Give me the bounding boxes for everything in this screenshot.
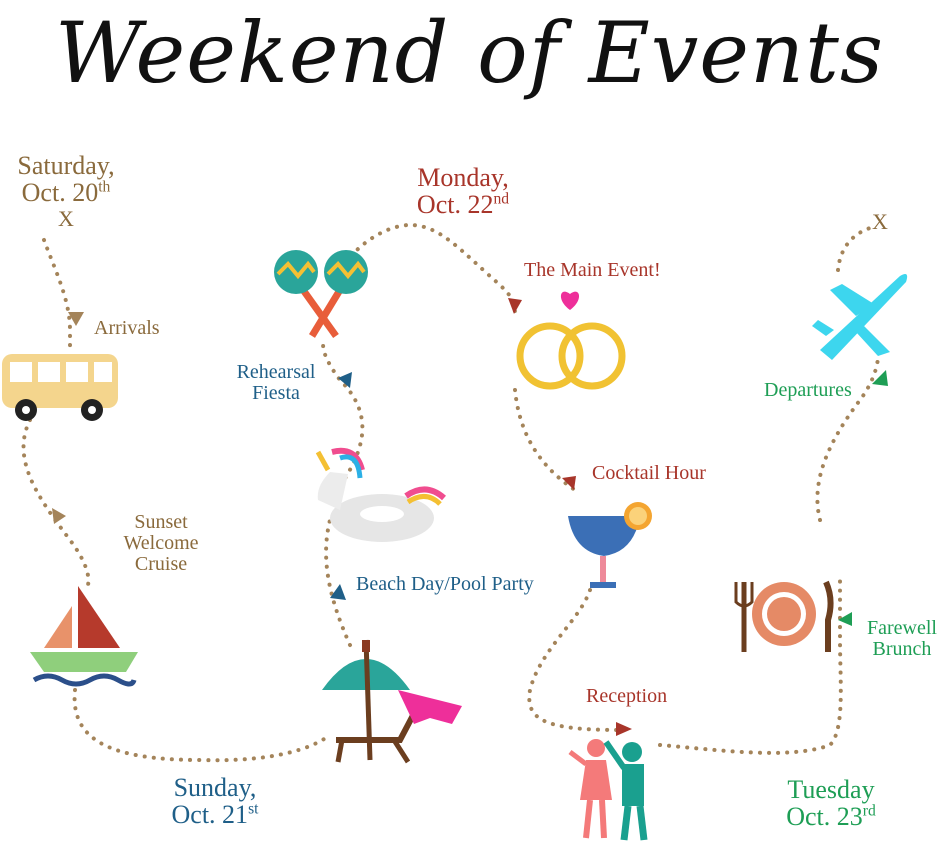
farewell-line2: Brunch <box>872 638 932 660</box>
bus-icon <box>2 354 118 421</box>
saturday-date: Oct. 20 <box>21 178 99 208</box>
route-path <box>21 222 881 763</box>
start-mark: X <box>58 205 74 231</box>
sunday-date: Oct. 21 <box>171 800 249 830</box>
sunday-suffix: st <box>248 800 259 818</box>
event-main-event: The Main Event! <box>524 259 661 281</box>
beach-chair-icon <box>322 639 462 764</box>
event-sunset-cruise: Sunset Welcome Cruise <box>96 512 226 575</box>
event-reception: Reception <box>586 685 668 707</box>
day-label-monday: Monday, Oct. 22nd <box>410 164 516 219</box>
rehearsal-line1: Rehearsal <box>236 361 316 383</box>
event-beach-day: Beach Day/Pool Party <box>356 573 534 595</box>
sailboat-icon <box>30 586 138 687</box>
event-arrivals: Arrivals <box>94 317 160 339</box>
day-label-sunday: Sunday, Oct. 21st <box>160 774 270 829</box>
arrow-farewell <box>838 612 852 626</box>
day-label-tuesday: Tuesday Oct. 23rd <box>776 776 886 831</box>
airplane-icon <box>812 274 908 360</box>
day-label-saturday: Saturday, Oct. 20th X <box>16 152 116 230</box>
sunday-line1: Sunday, <box>173 773 257 802</box>
maracas-icon <box>274 250 368 339</box>
monday-suffix: nd <box>493 190 510 208</box>
saturday-suffix: th <box>98 178 111 196</box>
saturday-line2: Oct. 20th <box>16 179 116 206</box>
tuesday-date: Oct. 23 <box>786 802 863 832</box>
unicorn-float-icon <box>315 447 446 542</box>
arrow-departures <box>872 370 888 386</box>
event-farewell-brunch: Farewell Brunch <box>866 618 938 660</box>
dancing-couple-icon <box>568 739 648 841</box>
arrow-cocktail <box>562 476 576 490</box>
arrow-reception <box>616 722 632 736</box>
end-mark: X <box>872 209 888 234</box>
farewell-line1: Farewell <box>867 617 937 639</box>
saturday-line1: Saturday, <box>17 151 115 180</box>
tuesday-line1: Tuesday <box>787 775 875 804</box>
sunset-line2: Welcome Cruise <box>123 532 199 575</box>
arrow-rehearsal <box>338 372 352 388</box>
monday-date: Oct. 22 <box>416 190 494 220</box>
rings-icon <box>516 291 626 390</box>
plate-icon <box>734 580 834 652</box>
page-title: Weekend of Events <box>55 4 884 102</box>
rehearsal-line2: Fiesta <box>252 382 300 404</box>
event-departures: Departures <box>764 379 852 401</box>
cocktail-icon <box>568 502 652 588</box>
arrow-sunset <box>52 508 66 524</box>
event-cocktail-hour: Cocktail Hour <box>592 462 706 484</box>
monday-line1: Monday, <box>417 163 509 192</box>
tuesday-suffix: rd <box>862 802 876 820</box>
arrow-beach <box>330 584 346 600</box>
arrow-main <box>508 298 522 314</box>
arrow-arrivals <box>68 312 84 326</box>
sunset-line1: Sunset <box>134 511 188 533</box>
event-rehearsal-fiesta: Rehearsal Fiesta <box>230 362 322 404</box>
